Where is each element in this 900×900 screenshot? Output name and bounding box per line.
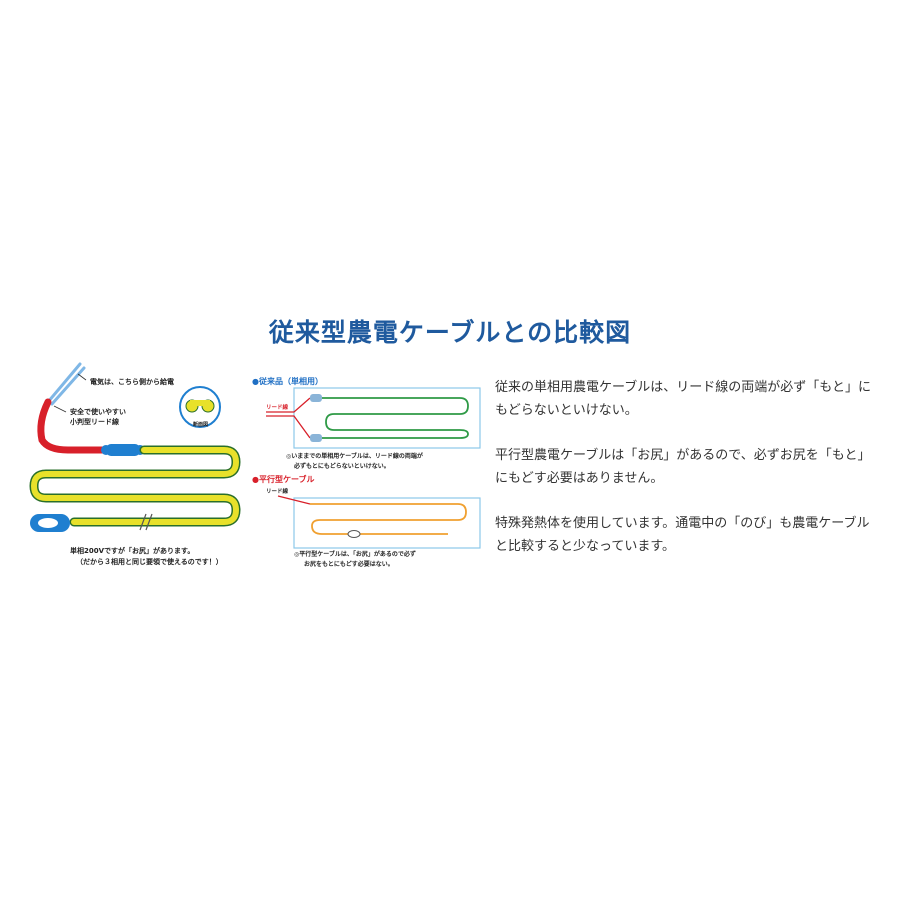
explanation-text: 従来の単相用農電ケーブルは、リード線の両端が必ず「もと」にもどらないといけない。… (495, 376, 875, 580)
conventional-note-line2: 必ずもとにもどらないといけない。 (293, 462, 390, 470)
break-mark (139, 513, 153, 531)
explanation-paragraph-1: 従来の単相用農電ケーブルは、リード線の両端が必ず「もと」にもどらないといけない。 (495, 380, 871, 418)
lead-label-line1: 安全で使いやすい (70, 407, 126, 416)
bottom-note-line1: 単相200Vですが「お尻」があります。 (70, 546, 194, 555)
page-title: 従来型農電ケーブルとの比較図 (268, 318, 632, 347)
lead-label-line2: 小判型リード線 (69, 417, 119, 426)
conventional-lead-wires (266, 397, 311, 439)
power-lead-wires (46, 362, 86, 406)
explanation-paragraph-3: 特殊発熱体を使用しています。通電中の「のび」も農電ケーブルと比較すると少なってい… (495, 516, 870, 554)
connector-body (106, 444, 140, 456)
section-label: 断面図 (193, 421, 208, 428)
parallel-lead-wire (277, 495, 311, 505)
power-supply-label: 電気は、こちら側から給電 (90, 377, 174, 386)
cross-section-callout (179, 386, 221, 428)
comparison-diagram: ●従来品（単相用） リード線 ◎いままでの単相用ケーブルは、リード線の両端が 必… (248, 372, 488, 572)
conventional-note-line1: ◎いままでの単相用ケーブルは、リード線の両端が (286, 452, 423, 460)
yellow-heating-cable (29, 445, 241, 527)
conventional-lead-label: リード線 (266, 403, 289, 411)
parallel-lead-label: リード線 (266, 487, 289, 495)
bottom-note-line2: （だから３相用と同じ要領で使えるのです！） (76, 557, 223, 566)
parallel-note-line2: お尻をもとにもどす必要はない。 (304, 560, 394, 568)
explanation-paragraph-2: 平行型農電ケーブルは「お尻」があるので、必ずお尻を「もと」にもどす必要はありませ… (495, 448, 871, 486)
conventional-heading: ●従来品（単相用） (252, 376, 323, 386)
red-lead-wire (37, 398, 112, 454)
parallel-orange-cable (310, 503, 467, 535)
conventional-green-cable (322, 397, 469, 439)
connector-knob-left (101, 445, 111, 455)
parallel-box (293, 497, 481, 549)
cable-illustration: 断面図 電気は、こちら側から給電 安全で使いやすい 小判型リード線 単相200V… (28, 362, 250, 574)
parallel-note-line1: ◎平行型ケーブルは、「お尻」があるので必ず (294, 550, 416, 558)
parallel-heading: ●平行型ケーブル (252, 474, 315, 484)
parallel-end-terminal (347, 530, 361, 538)
